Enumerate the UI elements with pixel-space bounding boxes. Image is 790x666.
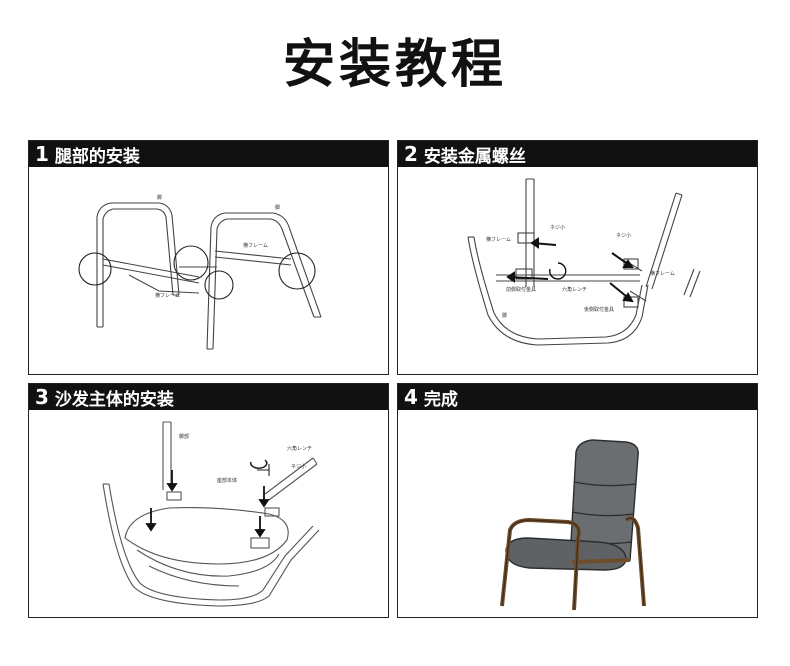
- callout-bolt-a: ネジ小: [550, 224, 565, 231]
- callout-frame-b: 横フレーム: [650, 270, 675, 277]
- step-2-number: 2: [404, 142, 418, 166]
- leg-assembly-diagram: 脚 脚 横フレーム 横フレーム: [78, 194, 322, 350]
- upright-leg: [162, 421, 172, 490]
- step-1-number: 1: [35, 142, 49, 166]
- step-2-header: 2 安装金属螺丝: [398, 141, 757, 167]
- seat-body: [124, 507, 289, 565]
- callout-leg-a: 脚: [157, 194, 162, 201]
- callout-rear-metal: 後側取付金具: [584, 306, 614, 313]
- metal-screw-diagram: 横フレーム ネジ小 ネジ小 前側取付金具 六角レンチ 横フレーム 後側取付金具 …: [467, 178, 701, 346]
- callout-leg: 脚: [502, 312, 507, 319]
- callout-bolt: ネジ小: [291, 463, 306, 470]
- step-3-panel: 3 沙发主体的安装 脚部 六角レンチ ネジ小 座部本体: [28, 383, 389, 618]
- sofa-body-diagram: 脚部 六角レンチ ネジ小 座部本体: [102, 421, 320, 607]
- step-1-title: 腿部的安装: [54, 146, 140, 167]
- finished-chair-image: [500, 439, 646, 611]
- step-3-header: 3 沙发主体的安装: [29, 384, 388, 410]
- step-2-panel: 2 安装金属螺丝 横フレーム ネジ小 ネジ小 前側取付金具 六角レ: [397, 140, 758, 375]
- rotate-icon: [250, 459, 268, 469]
- callout-frame-b: 横フレーム: [155, 292, 180, 299]
- step-2-title: 安装金属螺丝: [423, 146, 526, 167]
- step-1-panel: 1 腿部的安装 脚 脚 横フレーム 横フレーム: [28, 140, 389, 375]
- rotate-icon: [549, 262, 567, 280]
- callout-frame-a: 横フレーム: [243, 242, 268, 249]
- callout-bolt-b: ネジ小: [616, 232, 631, 239]
- rear-cross-frame: [179, 250, 292, 268]
- step-1-header: 1 腿部的安装: [29, 141, 388, 167]
- callout-frame-a: 横フレーム: [486, 236, 511, 243]
- step-3-title: 沙发主体的安装: [54, 389, 174, 410]
- callout-leg: 脚部: [179, 433, 189, 440]
- front-cross-frame: [102, 258, 200, 284]
- step-4-number: 4: [404, 385, 418, 409]
- callout-front-metal: 前側取付金具: [506, 286, 536, 293]
- step-4-panel: 4 完成: [397, 383, 758, 618]
- callout-body: 座部本体: [217, 477, 237, 484]
- step-3-number: 3: [35, 385, 49, 409]
- callout-leg-b: 脚: [275, 204, 280, 211]
- left-leg-frame: [96, 202, 180, 327]
- right-leg-frame: [206, 212, 322, 350]
- callout-hex: 六角レンチ: [562, 286, 587, 293]
- callout-hex: 六角レンチ: [287, 445, 312, 452]
- cross-frame: [496, 274, 640, 282]
- step-4-title: 完成: [423, 389, 458, 410]
- page-title: 安装教程: [282, 35, 507, 95]
- step-4-header: 4 完成: [398, 384, 757, 410]
